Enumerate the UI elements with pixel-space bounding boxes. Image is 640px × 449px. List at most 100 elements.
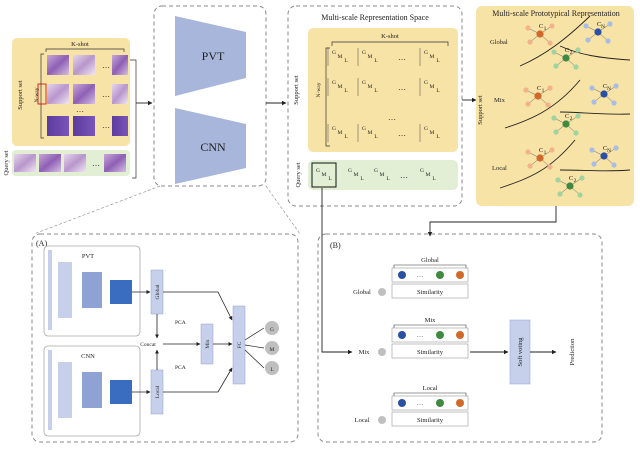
feature-block: [110, 380, 132, 404]
prototype-label: C: [603, 83, 607, 90]
g-token: G: [424, 50, 428, 56]
m-token: M: [430, 130, 435, 136]
pca-label-bottom: PCA: [175, 365, 186, 371]
m-token: M: [338, 84, 343, 90]
mix-bar-label: Mix: [205, 339, 211, 348]
gml-token: GML: [327, 78, 348, 96]
l-token: L: [360, 176, 364, 182]
l-token: L: [328, 176, 332, 182]
feature-block: [110, 280, 132, 304]
tissue-thumbnail: [47, 84, 69, 104]
class-dot: [398, 271, 406, 279]
prototype-subscript: 2: [570, 50, 573, 56]
support-sample-dot: [577, 192, 583, 198]
pvt-label: PVT: [202, 49, 225, 63]
l-token: L: [374, 134, 378, 140]
gml-token: GML: [357, 124, 378, 142]
ellipsis: …: [76, 105, 84, 114]
prototype-label: C: [597, 21, 601, 28]
support-sample-dot: [579, 175, 585, 181]
representation-space-panel: Multi-scale Representation Space Support…: [287, 5, 477, 207]
query-thumbnail: [39, 154, 61, 172]
similarity-title-local: Local: [423, 385, 438, 392]
prototype-center-dot: [534, 92, 542, 100]
l-token: L: [374, 58, 378, 64]
pca-label-top: PCA: [175, 320, 186, 326]
support-sample-dot: [545, 102, 551, 108]
g-output-node: [265, 321, 279, 335]
m-token: M: [368, 84, 373, 90]
class-dot: [456, 271, 464, 279]
query-thumbnail: [104, 154, 126, 172]
query-thumbnail: [14, 154, 36, 172]
prototype-subscript: 1: [544, 26, 547, 32]
ellipsis: …: [102, 121, 110, 130]
prototype-panel: Multi-scale Prototypical Representation …: [476, 6, 634, 206]
pvt-block: [175, 16, 246, 96]
g-token: G: [332, 80, 336, 86]
gml-token: GML: [419, 78, 440, 96]
decision-boundary: [499, 139, 576, 189]
global-bar-label: Global: [155, 284, 161, 299]
l-output-label: L: [270, 367, 274, 373]
support-sample-dot: [611, 100, 617, 106]
l-token: L: [386, 176, 390, 182]
support-sample-dot: [585, 37, 591, 43]
prototype-subscript: N: [601, 24, 605, 30]
representation-query-box: [308, 160, 458, 190]
concat-label: Concat: [140, 342, 156, 348]
prototype-center-dot: [566, 182, 574, 190]
support-set-label: Support set: [17, 80, 24, 110]
representation-support-box: [308, 28, 458, 152]
panel-a: (A) PVT CNN Global Local Concat PCA PCA …: [31, 233, 299, 443]
l-token: L: [374, 88, 378, 94]
m-token: M: [322, 172, 327, 178]
support-sample-dot: [527, 163, 533, 169]
prototype-label: C: [565, 47, 569, 54]
prototype-center-dot: [536, 30, 544, 38]
feature-block: [82, 372, 102, 408]
prototype-subscript: N: [607, 148, 611, 154]
tissue-thumbnail: [73, 84, 95, 104]
class-dot: [398, 331, 406, 339]
feature-block: [58, 262, 72, 318]
backbone-panel: PVT CNN: [33, 5, 301, 235]
tissue-thumbnail: [112, 116, 128, 136]
feature-block: [48, 350, 52, 430]
cnn-branch-label: CNN: [81, 353, 95, 360]
ellipsis: …: [400, 171, 408, 180]
k-shot-label: K-shot: [71, 41, 89, 48]
support-sample-dot: [607, 21, 613, 27]
support-sample-dot: [613, 145, 619, 151]
cnn-block: [175, 108, 246, 184]
prototype-subscript: 2: [570, 116, 573, 122]
l-token: L: [344, 88, 348, 94]
similarity-rows: Global…SimilarityGlobalMix…SimilarityMix…: [353, 257, 469, 427]
panel-a-dashed-box: [31, 233, 299, 443]
support-sample-dot: [549, 147, 555, 153]
k-shot-label: K-shot: [381, 33, 399, 40]
feature-block: [48, 250, 52, 330]
g-token: G: [332, 126, 336, 132]
gml-feature-rows: GMLGMLGML…GMLGMLGML…GMLGMLGML…: [327, 48, 440, 142]
support-sample-dot: [611, 162, 617, 168]
tissue-thumbnail: [73, 116, 95, 136]
n-way-label: N-way: [316, 82, 322, 97]
prototype-center-dot: [600, 152, 608, 160]
g-token: G: [362, 50, 366, 56]
gml-token: GML: [419, 124, 440, 142]
ellipsis: …: [417, 332, 424, 339]
prototype-box: [476, 6, 634, 206]
tissue-thumbnail: [112, 84, 128, 104]
support-sample-dot: [591, 99, 597, 105]
gml-token: GML: [357, 78, 378, 96]
ellipsis: …: [102, 90, 110, 99]
representation-space-title: Multi-scale Representation Space: [321, 13, 429, 22]
ellipsis: …: [417, 272, 424, 279]
input-panel: Support set N-way K-shot … … … … Query s…: [3, 38, 153, 179]
